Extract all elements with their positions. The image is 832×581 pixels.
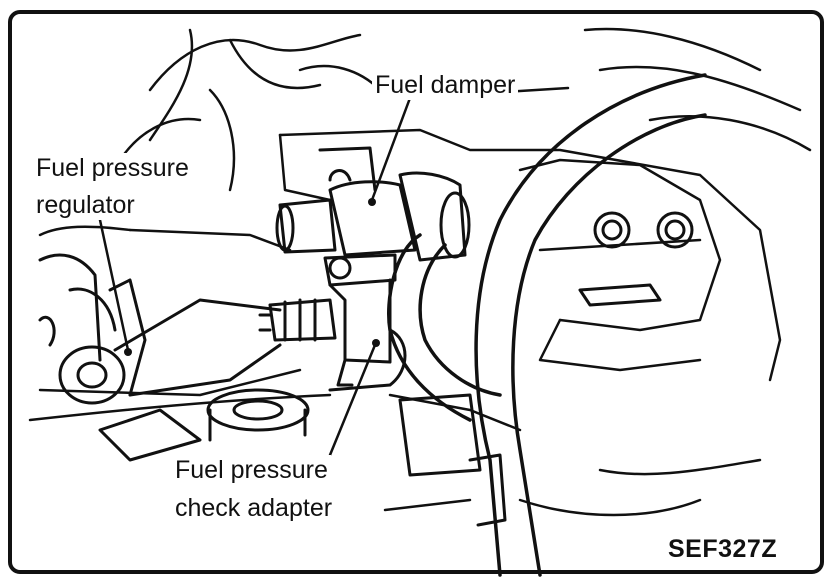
label-regulator-line1: Fuel pressure	[33, 153, 192, 183]
lower-fittings	[98, 388, 507, 527]
leader-regulator	[98, 218, 130, 352]
fuel-pressure-regulator-part	[38, 253, 282, 405]
damper-hose	[387, 233, 502, 422]
label-adapter-line2: check adapter	[172, 493, 336, 523]
label-regulator-line2: regulator	[33, 190, 138, 220]
leader-bottom	[383, 498, 472, 512]
engine-top-contours	[118, 27, 812, 192]
label-fuel-damper: Fuel damper	[372, 70, 519, 100]
label-adapter-line1: Fuel pressure	[172, 455, 331, 485]
leader-lines	[98, 86, 570, 512]
fuel-damper-part	[275, 146, 471, 262]
figure-code: SEF327Z	[668, 535, 778, 563]
large-fuel-hose	[474, 73, 707, 577]
check-adapter-part	[258, 253, 407, 392]
mounting-bolts	[578, 211, 694, 307]
figure-frame	[8, 10, 824, 574]
leader-check-adapter	[328, 343, 377, 457]
